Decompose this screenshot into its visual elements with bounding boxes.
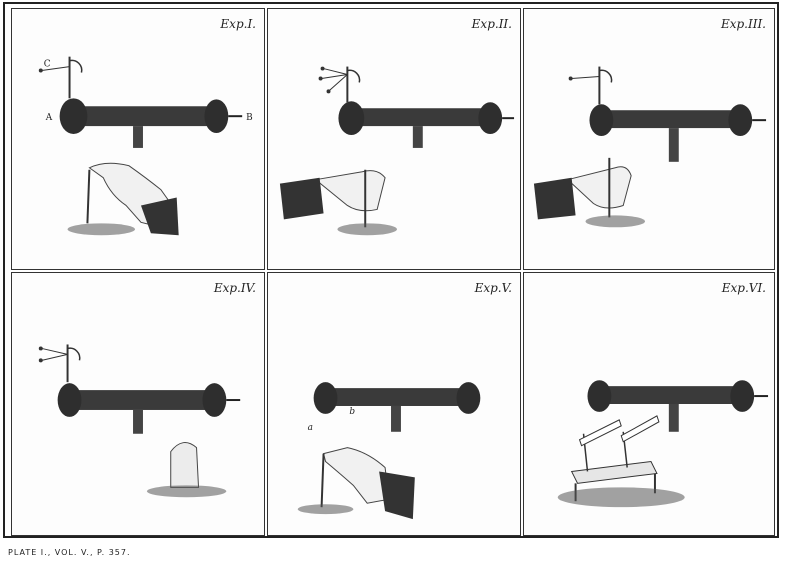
panel-exp-4: Exp.IV. bbox=[11, 272, 265, 536]
hand-icon bbox=[86, 162, 179, 236]
exp-5-illustration: a b bbox=[297, 382, 481, 520]
mark-a: A bbox=[45, 113, 53, 123]
hand-icon bbox=[279, 169, 386, 228]
electroscope-icon bbox=[318, 66, 361, 103]
hand-icon bbox=[320, 447, 415, 520]
shadow bbox=[337, 223, 397, 236]
shadow bbox=[297, 504, 354, 515]
resin-cake-icon bbox=[170, 442, 200, 488]
electroscope-icon bbox=[38, 56, 83, 99]
shadow bbox=[146, 485, 227, 498]
conductor-icon bbox=[57, 383, 241, 434]
exp-3-illustration bbox=[533, 66, 767, 228]
insulated-table-icon bbox=[570, 415, 660, 502]
panel-exp-1: Exp.I. C A B bbox=[11, 8, 265, 270]
conductor-icon bbox=[338, 101, 515, 148]
mark-a: a bbox=[308, 423, 313, 433]
panel-exp-6: Exp.VI. bbox=[523, 272, 775, 536]
mark-c: C bbox=[44, 60, 51, 70]
panel-exp-5: Exp.V. a b bbox=[267, 272, 521, 536]
shadow bbox=[585, 215, 646, 228]
conductor-icon bbox=[313, 382, 481, 432]
exp-6-illustration bbox=[557, 380, 769, 508]
exp-1-illustration: C A B bbox=[38, 56, 253, 236]
electroscope-icon bbox=[38, 344, 81, 383]
mark-b: b bbox=[349, 407, 355, 417]
panel-label: Exp.IV. bbox=[213, 281, 256, 295]
panel-exp-2: Exp.II. bbox=[267, 8, 521, 270]
plate-frame: Exp.I. C A B bbox=[3, 2, 779, 538]
panel-label: Exp.V. bbox=[474, 281, 512, 295]
panel-label: Exp.VI. bbox=[721, 281, 766, 295]
plate-caption: PLATE I., VOL. V., P. 357. bbox=[8, 548, 131, 557]
shadow bbox=[67, 223, 136, 236]
panel-label: Exp.III. bbox=[720, 17, 766, 31]
conductor-icon bbox=[587, 380, 769, 432]
exp-2-illustration bbox=[279, 66, 515, 236]
panel-label: Exp.I. bbox=[220, 17, 256, 31]
shadow bbox=[557, 487, 685, 508]
conductor-icon bbox=[589, 104, 767, 162]
hand-icon bbox=[533, 157, 632, 220]
conductor-icon bbox=[59, 98, 243, 148]
panel-label: Exp.II. bbox=[471, 17, 512, 31]
mark-b: B bbox=[246, 113, 253, 123]
exp-4-illustration bbox=[38, 344, 241, 498]
panel-exp-3: Exp.III. bbox=[523, 8, 775, 270]
electroscope-icon bbox=[568, 66, 613, 105]
